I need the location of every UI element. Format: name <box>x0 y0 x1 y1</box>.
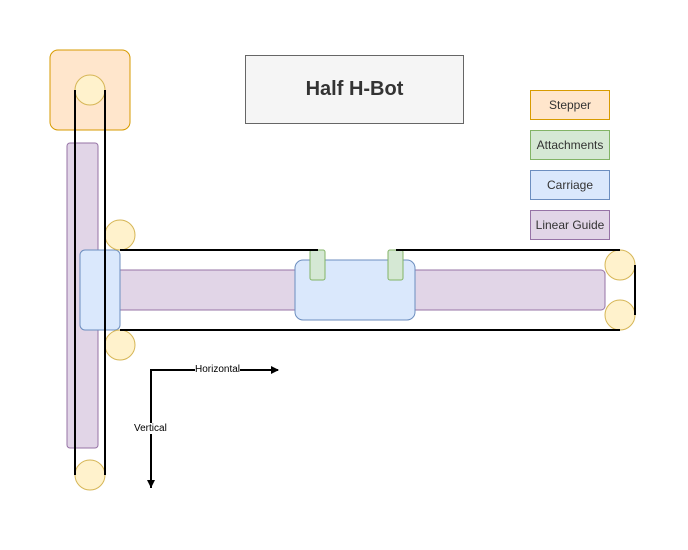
pulley-idler-upper <box>104 219 136 251</box>
belt <box>74 90 636 475</box>
legend-label: Stepper <box>548 98 592 112</box>
horizontal-axis-label: Horizontal <box>195 364 241 375</box>
legend-item-linear-guide: Linear Guide <box>530 210 610 240</box>
pulley-stepper <box>74 74 106 106</box>
vertical-axis-label: Vertical <box>134 423 167 434</box>
pulley-vertical-bottom <box>74 459 106 491</box>
legend-item-carriage: Carriage <box>530 170 610 200</box>
pulley-right-top <box>604 249 636 281</box>
diagram-title: Half H-Bot <box>245 55 464 124</box>
legend-label: Linear Guide <box>535 218 605 232</box>
legend-item-attachments: Attachments <box>530 130 610 160</box>
legend-label: Attachments <box>536 138 604 152</box>
horizontal-arrow <box>150 366 279 488</box>
pulley-idler-lower <box>104 329 136 361</box>
pulley-right-bottom <box>604 299 636 331</box>
vertical-carriage <box>79 249 121 331</box>
axis-arrows <box>147 366 279 488</box>
belt-attachment-left <box>309 249 326 281</box>
legend-label: Carriage <box>546 178 594 192</box>
belt-attachment-right <box>387 249 404 281</box>
legend-item-stepper: Stepper <box>530 90 610 120</box>
